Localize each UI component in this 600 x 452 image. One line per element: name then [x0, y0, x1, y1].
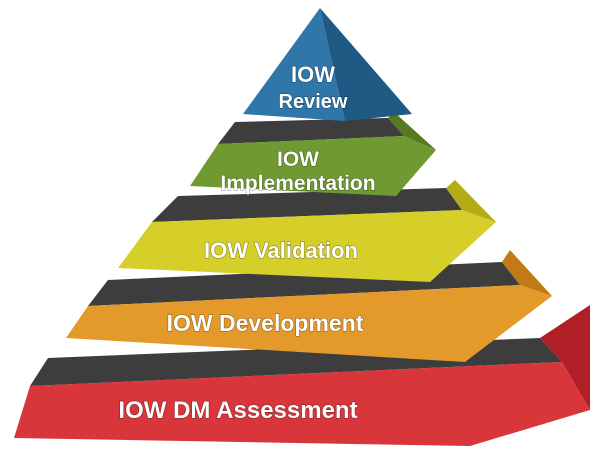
tier-development-side [502, 250, 552, 296]
tier-implementation-label: IOW [277, 148, 319, 171]
tier-implementation-side [388, 112, 436, 150]
tier-implementation-top [218, 118, 404, 144]
tier-development-front [66, 285, 552, 362]
tier-review-label: IOW [291, 62, 335, 87]
tier-implementation-front [190, 136, 436, 196]
tier-dm-assessment-side [540, 305, 590, 410]
tier-dm-assessment-front [14, 362, 590, 446]
tier-review-label-line-2: Review [279, 91, 348, 113]
tier-review: IOW Review [243, 8, 412, 121]
tier-validation-side [446, 180, 496, 222]
tier-development: IOW Development [66, 250, 552, 362]
tier-validation: IOW Validation [118, 180, 496, 282]
tier-review-side [320, 8, 412, 121]
tier-validation-front [118, 210, 496, 282]
tier-review-front [243, 8, 345, 121]
tier-validation-top [152, 188, 462, 222]
tier-implementation-label-line-2: Implementation [220, 172, 375, 195]
tier-development-label: IOW Development [167, 310, 364, 336]
tier-implementation: IOW Implementation [190, 112, 436, 196]
tier-validation-label: IOW Validation [204, 238, 358, 263]
tier-dm-assessment-label: IOW DM Assessment [118, 397, 357, 424]
